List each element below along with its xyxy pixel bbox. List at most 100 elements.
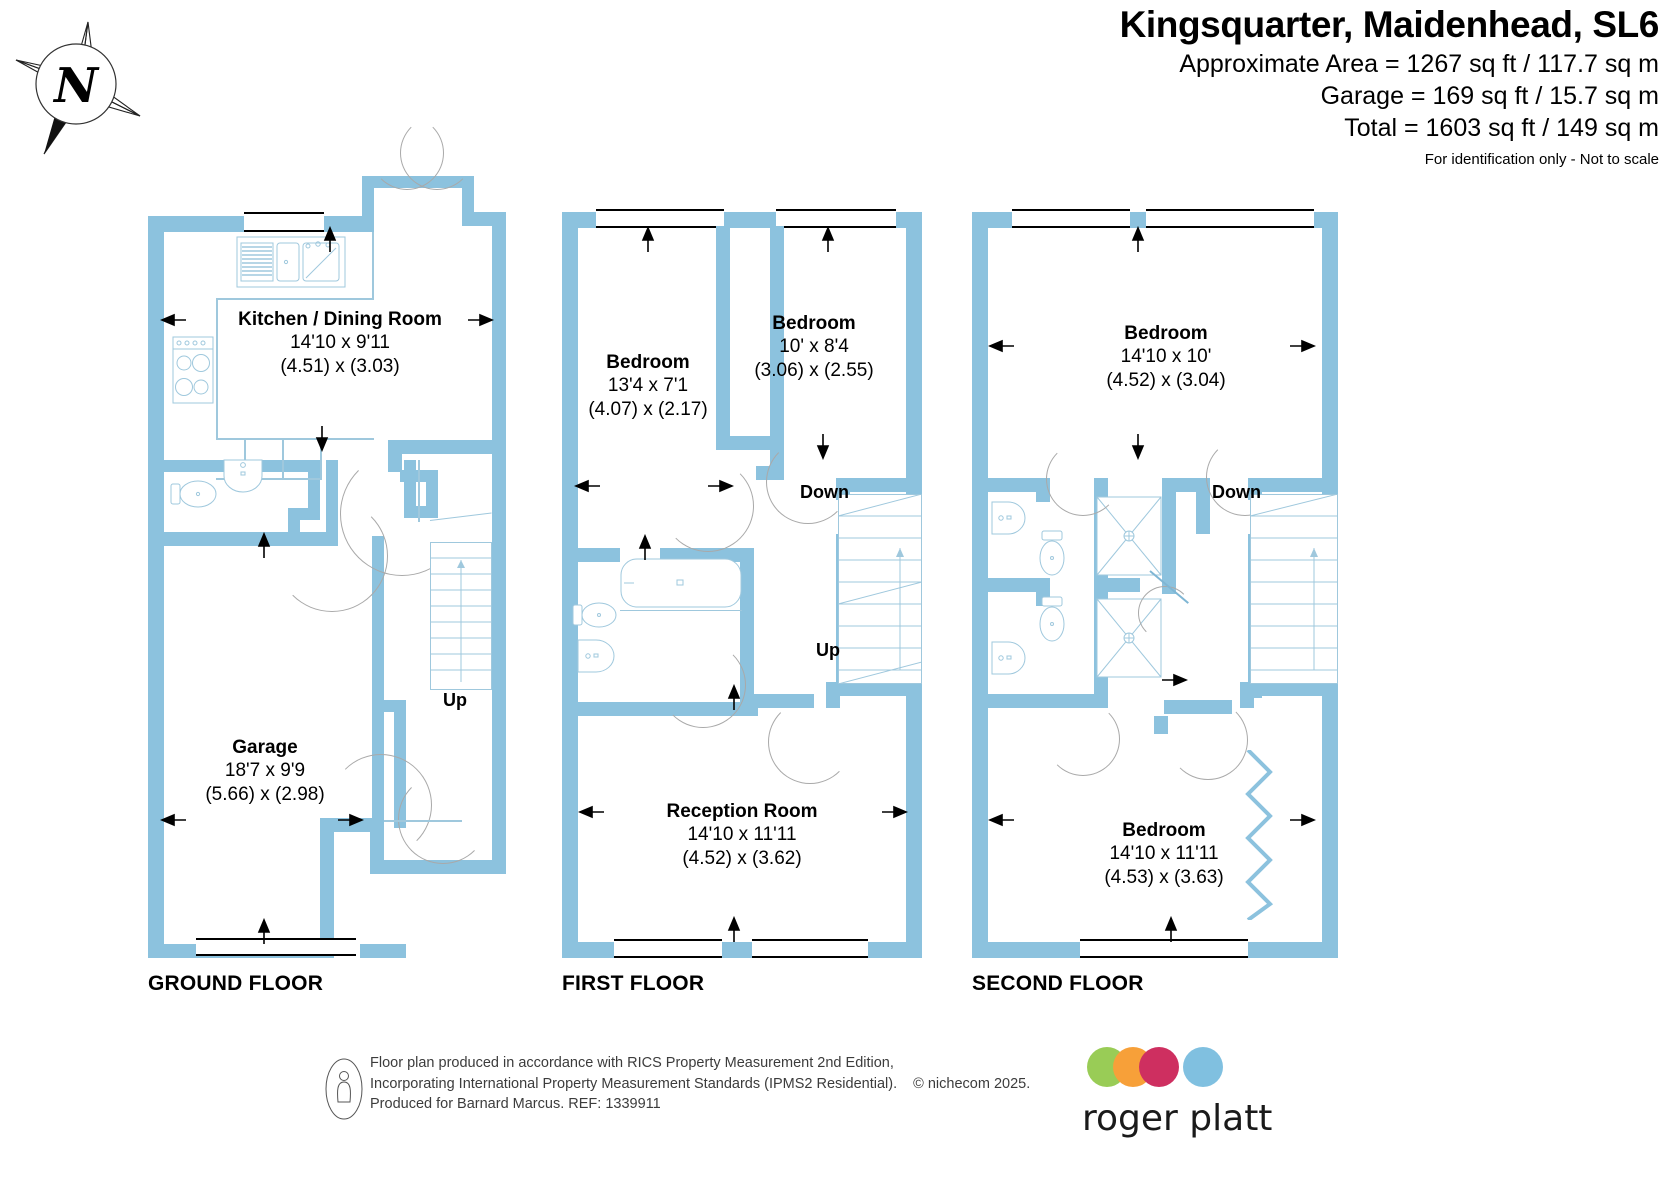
room-label-reception: Reception Room 14'10 x 11'11 (4.52) x (3… [622, 800, 862, 871]
wall [716, 226, 730, 448]
room-label-bedroom-2: Bedroom 10' x 8'4 (3.06) x (2.55) [700, 312, 928, 383]
dimension-arrow [708, 479, 734, 493]
room-name: Bedroom [772, 313, 856, 334]
room-dimension-metric: (4.52) x (3.04) [1106, 370, 1226, 391]
wash-basin-icon [990, 640, 1028, 681]
wall [826, 682, 922, 696]
brand-logo-icon [1085, 1045, 1325, 1155]
wall [148, 216, 248, 232]
door-swing [1046, 702, 1120, 776]
window [1146, 209, 1314, 228]
dimension-arrow [1164, 916, 1178, 942]
wall [714, 942, 758, 958]
dimension-arrow [338, 813, 364, 827]
wall [770, 226, 784, 460]
dimension-arrow [821, 226, 835, 252]
door-swing [1138, 586, 1192, 640]
page-title: Kingsquarter, Maidenhead, SL6 [1119, 4, 1660, 45]
cabinet-edge [216, 298, 374, 300]
room-dimension-metric: (4.51) x (3.03) [280, 356, 400, 377]
footer-line-2: Incorporating International Property Mea… [370, 1074, 1030, 1095]
window [596, 209, 724, 228]
dimension-arrow [323, 226, 337, 252]
room-dimension-imperial: 18'7 x 9'9 [224, 760, 306, 781]
cabinet-edge [282, 438, 284, 480]
wall [862, 942, 922, 958]
toilet-icon [170, 476, 220, 517]
window [1080, 939, 1248, 958]
room-dimension-imperial: 14'10 x 11'11 [687, 824, 797, 845]
dimension-arrow [988, 339, 1014, 353]
floor-label-ground: GROUND FLOOR [148, 972, 324, 995]
dimension-arrow [574, 479, 600, 493]
room-dimension-imperial: 14'10 x 9'11 [290, 332, 390, 353]
door-swing [276, 500, 388, 612]
room-dimension-metric: (4.52) x (3.62) [682, 848, 802, 869]
wall [370, 860, 506, 874]
door-swing [660, 642, 746, 728]
dimension-arrow [641, 226, 655, 252]
wall [148, 216, 164, 958]
room-dimension-imperial: 10' x 8'4 [779, 336, 849, 357]
wall [322, 216, 370, 232]
wall [890, 212, 922, 228]
window [244, 212, 324, 232]
eaves-storage-line [1240, 748, 1276, 925]
bath-edge [620, 610, 742, 612]
stairs-up-label: Up [443, 690, 467, 710]
wall [462, 176, 474, 220]
floorplan-second: Down Bedroom 14'10 x 10' (4.52) x (3.04)… [972, 209, 1339, 995]
toilet-icon [1036, 530, 1070, 583]
wash-basin-icon [222, 458, 264, 501]
room-label-bedroom-1: Bedroom 13'4 x 7'1 (4.07) x (2.17) [530, 351, 766, 422]
room-dimension-metric: (4.07) x (2.17) [588, 399, 708, 420]
stairs-down-label: Down [1212, 482, 1261, 502]
window [752, 939, 868, 958]
room-dimension-metric: (4.53) x (3.63) [1104, 867, 1224, 888]
dimension-arrow [257, 918, 271, 944]
room-dimension-metric: (5.66) x (2.98) [205, 784, 325, 805]
room-label-garage: Garage 18'7 x 9'9 (5.66) x (2.98) [100, 736, 430, 807]
dimension-arrow [160, 313, 186, 327]
staircase-second [1249, 493, 1339, 689]
brand-name: roger platt [1082, 1098, 1273, 1139]
wall [718, 212, 782, 228]
wash-basin-icon [576, 638, 616, 679]
cabinet-edge [320, 438, 322, 480]
approximate-area-text: Approximate Area = 1267 sq ft / 117.7 sq… [1179, 50, 1659, 78]
wall [1162, 478, 1176, 586]
footer-text-block: Floor plan produced in accordance with R… [370, 1053, 1030, 1115]
wall [492, 212, 506, 872]
staircase-first [837, 493, 923, 689]
wall [1240, 942, 1338, 958]
wall [740, 548, 754, 708]
room-dimension-imperial: 14'10 x 10' [1120, 346, 1212, 367]
wall [988, 578, 1050, 592]
room-name: Bedroom [1122, 820, 1206, 841]
compass-rose-icon: N [4, 12, 154, 162]
wall [388, 440, 492, 454]
cabinet-edge [216, 478, 322, 480]
cabinet-edge [244, 438, 246, 480]
floorplan-ground: Up Kitchen / Dining Room 14'10 x 9'11 (4… [0, 0, 540, 1010]
dimension-arrow [882, 805, 908, 819]
room-label-kitchen-dining: Kitchen / Dining Room 14'10 x 9'11 (4.51… [160, 308, 520, 379]
wall [392, 944, 406, 958]
door-swing [766, 440, 850, 524]
room-dimension-metric: (3.06) x (2.55) [754, 360, 874, 381]
footer-line-2a: Incorporating International Property Mea… [370, 1075, 898, 1092]
bathtub-icon [620, 558, 742, 613]
compass-north-label: N [52, 58, 100, 114]
stairs-down-label: Down [800, 482, 849, 502]
garage-area-text: Garage = 169 sq ft / 15.7 sq m [1320, 82, 1659, 110]
room-name: Reception Room [666, 801, 818, 822]
room-name: Bedroom [1124, 323, 1208, 344]
wall [1154, 716, 1168, 734]
wall [1196, 478, 1210, 534]
dimension-arrow [468, 313, 494, 327]
wall [972, 942, 1086, 958]
cooker-hob-icon [172, 336, 214, 409]
floorplan-first: Down Up Bedroom 13'4 x 7'1 (4.07) x (2.1… [0, 0, 960, 1010]
room-label-bedroom-4: Bedroom 14'10 x 11'11 (4.53) x (3.63) [1018, 819, 1310, 890]
disclaimer-text: For identification only - Not to scale [1424, 151, 1659, 168]
